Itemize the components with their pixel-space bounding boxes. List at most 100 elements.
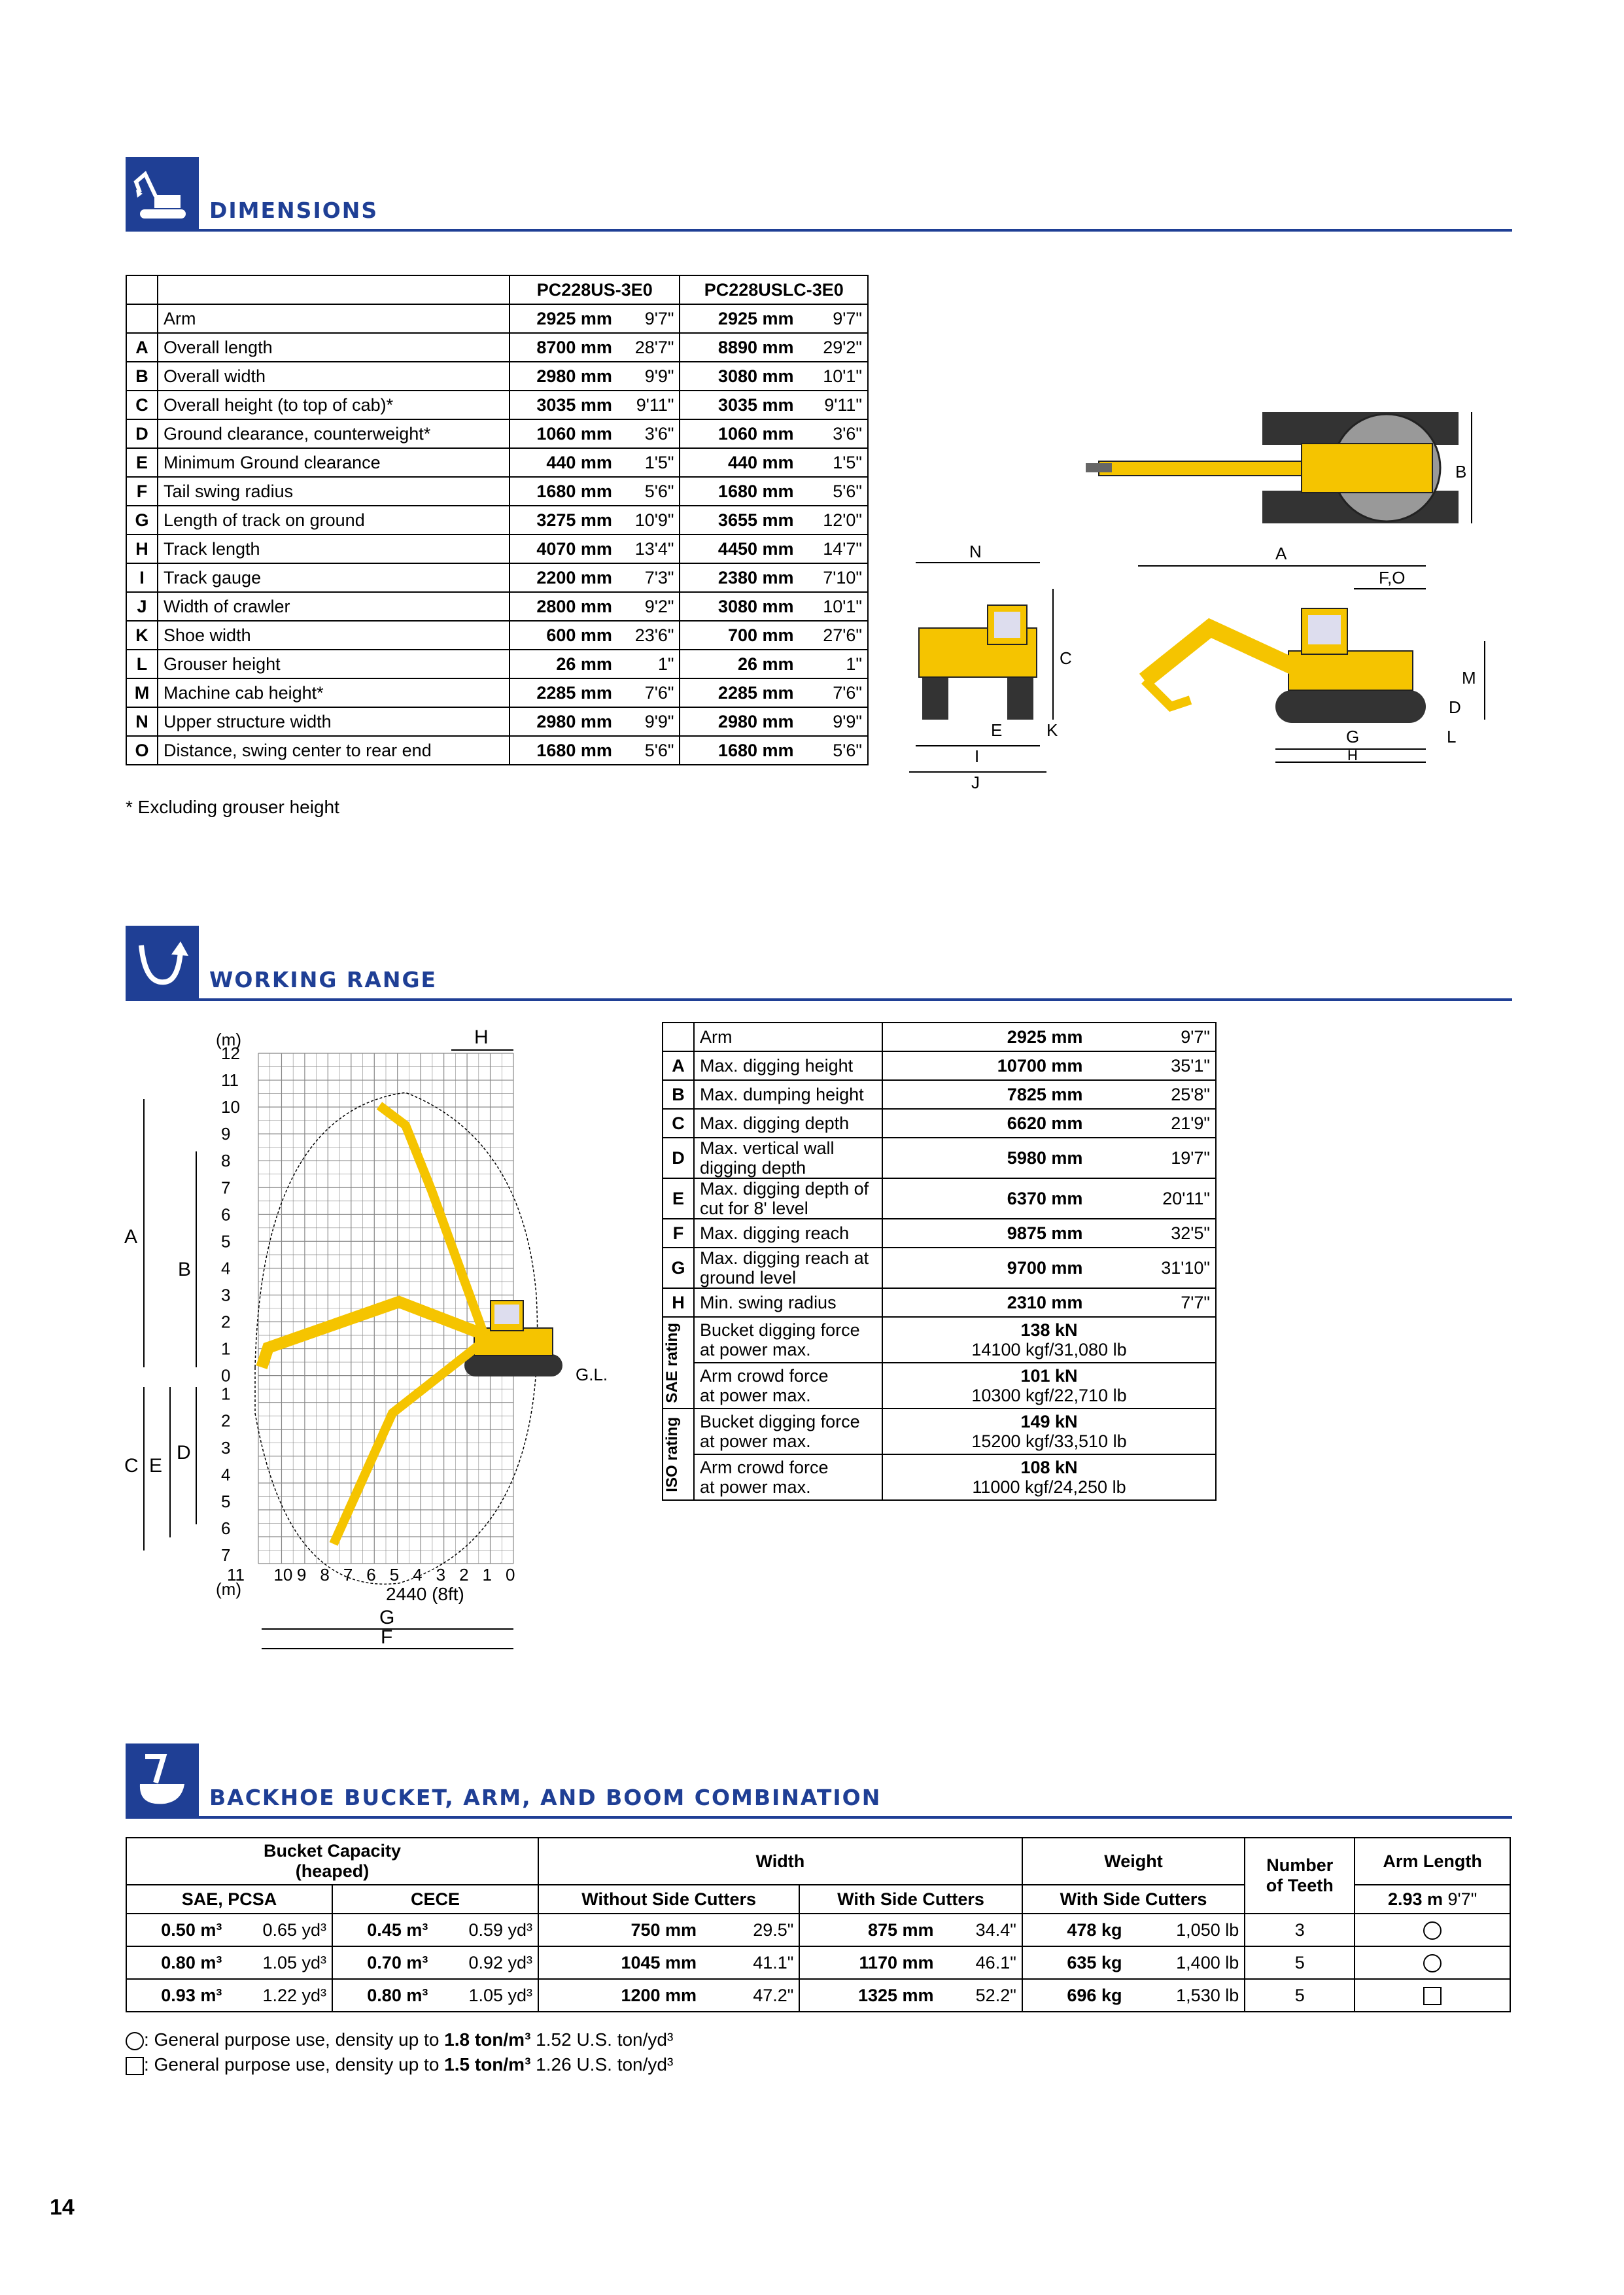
section-rule	[126, 998, 1512, 1001]
model1-mm: 8700 mm	[509, 332, 617, 362]
value-ft: 35'1"	[1088, 1051, 1217, 1081]
value-ft: 7'7"	[1088, 1288, 1217, 1318]
arm-length-ft: 9'7"	[1447, 1889, 1477, 1909]
range-label-a: A	[124, 1226, 137, 1248]
row-label: Max. digging depth	[693, 1108, 883, 1138]
square-symbol-icon	[1423, 1987, 1442, 2006]
force-kgf-lb: 14100 kgf/31,080 lb	[971, 1340, 1127, 1359]
row-label: Track length	[157, 534, 510, 564]
y-unit-label: (m)	[216, 1030, 241, 1049]
model2-ft: 27'6"	[799, 620, 869, 650]
range-label-g: G	[379, 1607, 394, 1628]
model1-ft: 1"	[617, 649, 681, 679]
dimensions-diagram: B N I J E K C A F,O G H M D L	[909, 412, 1485, 792]
y-tick-label: 8	[221, 1151, 230, 1170]
model2-ft: 5'6"	[799, 735, 869, 765]
range-label-d: D	[177, 1442, 191, 1463]
dimensions-footnote: * Excluding grouser height	[126, 797, 339, 817]
cell-w-mm: 1325 mm	[799, 1978, 939, 2012]
page-number: 14	[50, 2195, 75, 2220]
force-kgf-lb: 15200 kgf/33,510 lb	[971, 1431, 1127, 1451]
model1-ft: 9'2"	[617, 591, 681, 622]
header-number: Number	[1266, 1855, 1334, 1875]
row-label: Overall length	[157, 332, 510, 362]
x-tick-label: 11	[227, 1565, 245, 1585]
model1-mm: 3275 mm	[509, 505, 617, 535]
force-label: Arm crowd force	[700, 1458, 829, 1477]
force-kgf-lb: 10300 kgf/22,710 lb	[971, 1386, 1127, 1405]
x-tick-label: 10	[273, 1565, 292, 1585]
label-d: D	[1449, 697, 1461, 717]
x-tick-label: 8	[320, 1565, 329, 1585]
cell-cece-m: 0.70 m³	[331, 1946, 434, 1980]
range-label-h: H	[474, 1026, 489, 1048]
model2-ft: 10'1"	[799, 591, 869, 622]
force-kn: 138 kN	[1020, 1320, 1078, 1340]
model1-header: PC228US-3E0	[508, 275, 681, 305]
row-key: C	[126, 390, 158, 420]
label-b: B	[1455, 462, 1466, 482]
model1-ft: 7'3"	[617, 563, 681, 593]
x-tick-label: 9	[297, 1565, 306, 1585]
row-key: I	[126, 563, 158, 593]
top-view-machine	[1086, 412, 1459, 523]
y-tick-label: 2	[221, 1411, 230, 1431]
circle-symbol-icon	[1423, 1921, 1442, 1940]
force-kn: 101 kN	[1020, 1366, 1078, 1386]
model2-mm: 3655 mm	[679, 505, 799, 535]
x-tick-label: 6	[366, 1565, 375, 1585]
model1-mm: 1680 mm	[509, 735, 617, 765]
sae-rating-label: SAE rating	[663, 1322, 681, 1403]
value-ft: 21'9"	[1088, 1108, 1217, 1138]
value-mm: 2310 mm	[881, 1288, 1088, 1318]
circle-symbol-icon	[1423, 1954, 1442, 1973]
cell-w-in: 52.2"	[939, 1978, 1023, 2012]
row-key: D	[126, 419, 158, 449]
y-tick-label: 3	[221, 1285, 230, 1305]
model2-mm: 3080 mm	[679, 591, 799, 622]
cell-cece-y: 0.59 yd³	[433, 1913, 539, 1947]
model2-mm: 3035 mm	[679, 390, 799, 420]
value-mm: 7825 mm	[881, 1079, 1088, 1110]
row-label: Upper structure width	[157, 707, 510, 737]
row-key: F	[662, 1218, 695, 1248]
model1-ft: 9'11"	[617, 390, 681, 420]
model2-ft: 1'5"	[799, 447, 869, 478]
model1-ft: 23'6"	[617, 620, 681, 650]
label-k: K	[1046, 720, 1058, 740]
x-tick-label: 5	[390, 1565, 399, 1585]
force-sublabel: at power max.	[700, 1431, 811, 1451]
cell-wt-kg: 635 kg	[1021, 1946, 1128, 1980]
circle-symbol-icon	[126, 2031, 144, 2050]
model1-ft: 5'6"	[617, 476, 681, 506]
iso-rating-label: ISO rating	[663, 1416, 681, 1492]
row-label: Max. digging height	[693, 1051, 883, 1081]
cell-wo-mm: 1045 mm	[537, 1946, 702, 1980]
model1-ft: 1'5"	[617, 447, 681, 478]
y-tick-label: 3	[221, 1438, 230, 1458]
row-label: Distance, swing center to rear end	[157, 735, 510, 765]
model2-ft: 9'11"	[799, 390, 869, 420]
arm-length-value: 2.93 m	[1387, 1889, 1443, 1909]
header-weight-with-cutters: With Side Cutters	[1021, 1884, 1246, 1914]
header-heaped: (heaped)	[295, 1861, 370, 1881]
x-tick-label: 7	[343, 1565, 353, 1585]
value-ft: 32'5"	[1088, 1218, 1217, 1248]
row-key	[126, 304, 158, 334]
swing-arrow-icon	[126, 926, 199, 999]
model1-ft: 13'4"	[617, 534, 681, 564]
y-tick-label: 11	[221, 1070, 239, 1090]
value-mm: 9700 mm	[881, 1247, 1088, 1289]
model2-mm: 1060 mm	[679, 419, 799, 449]
